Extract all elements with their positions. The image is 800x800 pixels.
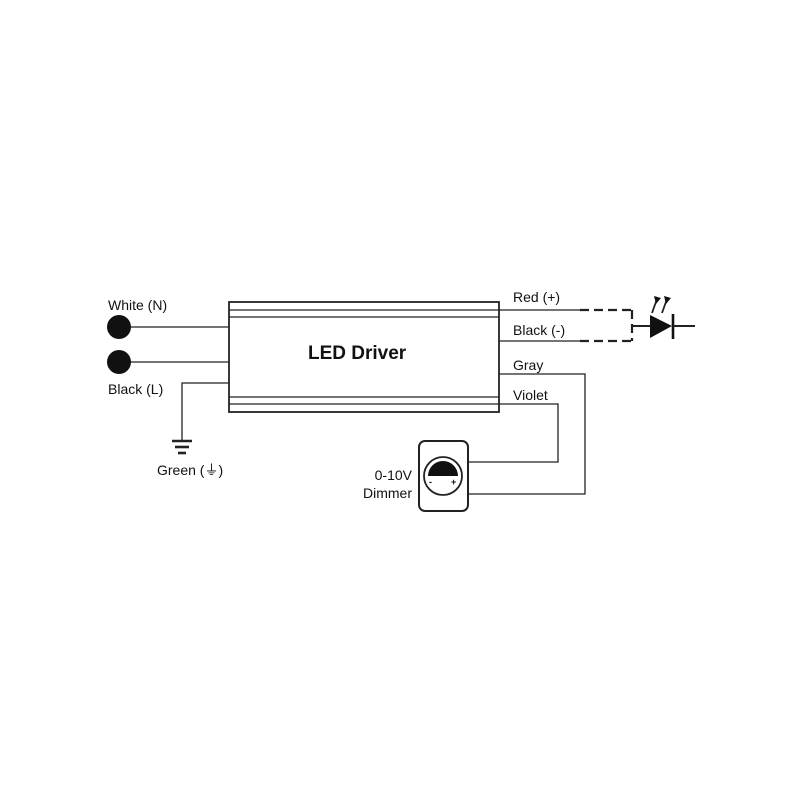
ground-icon bbox=[172, 439, 192, 455]
violet-wire bbox=[468, 403, 559, 463]
green-wire bbox=[181, 382, 229, 440]
dimmer-label-line1: 0-10V bbox=[374, 467, 412, 483]
led-load-connection bbox=[580, 308, 634, 343]
terminal-icon bbox=[107, 315, 131, 339]
dimmer-minus-sign: - bbox=[429, 477, 432, 487]
dimmer-plus-sign: + bbox=[451, 477, 457, 487]
dimmer-label-line2: Dimmer bbox=[363, 485, 412, 501]
red-positive-label: Red (+) bbox=[513, 289, 561, 305]
led-diode-icon bbox=[632, 296, 695, 339]
led-driver-box bbox=[228, 301, 500, 413]
dimmer-label: 0-10V Dimmer bbox=[340, 466, 412, 502]
terminal-icon bbox=[107, 350, 131, 374]
violet-label: Violet bbox=[513, 387, 548, 403]
black-negative-label: Black (-) bbox=[513, 322, 566, 338]
driver-title: LED Driver bbox=[308, 343, 407, 364]
gray-wire bbox=[468, 373, 586, 495]
gray-label: Gray bbox=[513, 357, 544, 373]
white-neutral-label: White (N) bbox=[108, 297, 168, 313]
dimmer-knob-icon bbox=[423, 456, 463, 496]
green-ground-label: Green (⏚) bbox=[157, 462, 224, 478]
black-line-label: Black (L) bbox=[108, 381, 164, 397]
